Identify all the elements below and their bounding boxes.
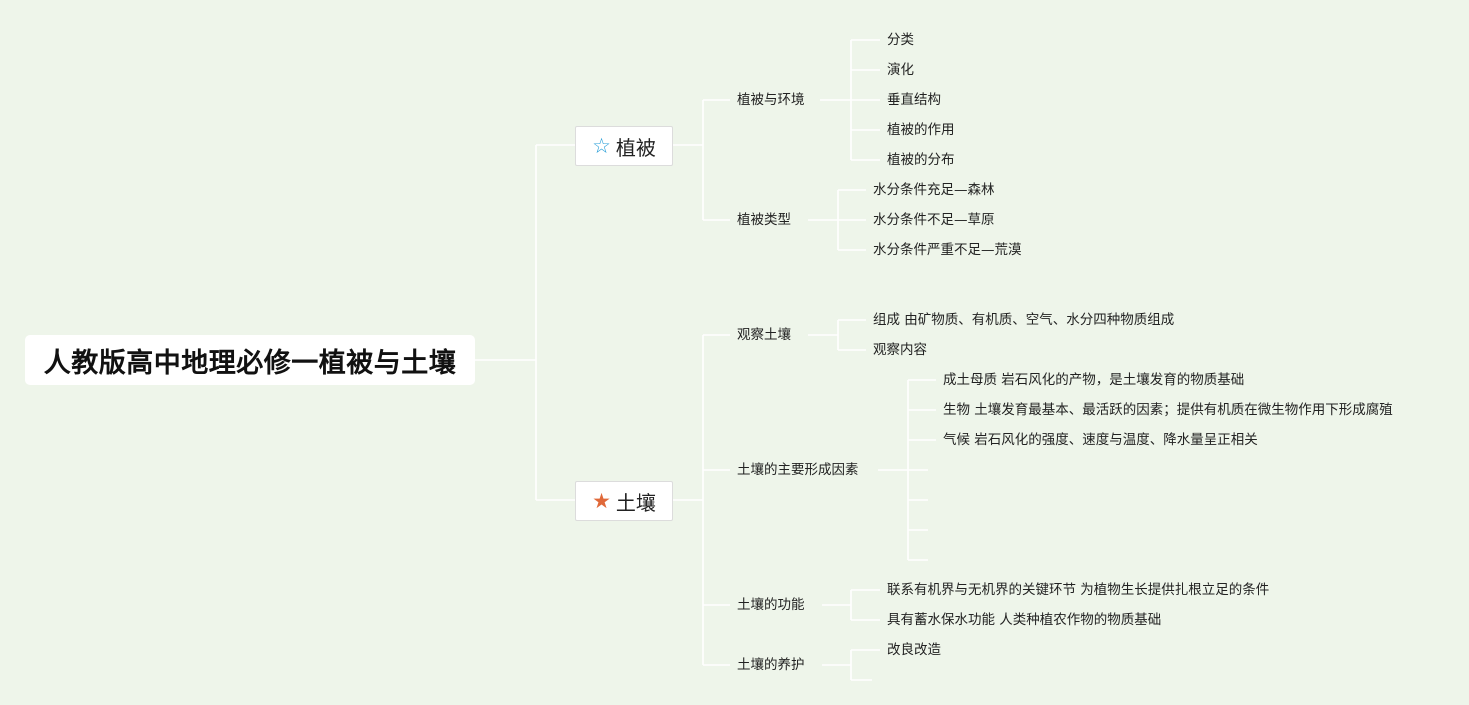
leaf-node[interactable]: 水分条件充足—森林 xyxy=(873,182,995,198)
leaf-node[interactable]: 生物 土壤发育最基本、最活跃的因素；提供有机质在微生物作用下形成腐殖 xyxy=(943,402,1393,418)
subtopic-soil-functions[interactable]: 土壤的功能 xyxy=(737,597,805,613)
star-filled-icon: ★ xyxy=(592,488,611,513)
subtopic-soil-factors[interactable]: 土壤的主要形成因素 xyxy=(737,462,859,478)
leaf-node[interactable]: 观察内容 xyxy=(873,342,927,358)
leaf-node[interactable]: 联系有机界与无机界的关键环节 为植物生长提供扎根立足的条件 xyxy=(887,582,1270,598)
topic-vegetation[interactable]: ☆ 植被 xyxy=(575,126,673,166)
leaf-node[interactable]: 成土母质 岩石风化的产物，是土壤发育的物质基础 xyxy=(943,372,1245,388)
leaf-node[interactable]: 分类 xyxy=(887,32,914,48)
leaf-node[interactable]: 水分条件严重不足—荒漠 xyxy=(873,242,1022,258)
subtopic-vegetation-types[interactable]: 植被类型 xyxy=(737,212,791,228)
root-title: 人教版高中地理必修一植被与土壤 xyxy=(43,347,457,379)
leaf-node[interactable]: 具有蓄水保水功能 人类种植农作物的物质基础 xyxy=(887,612,1162,628)
leaf-node[interactable]: 演化 xyxy=(887,62,914,78)
leaf-node[interactable]: 植被的作用 xyxy=(887,122,955,138)
topic-soil[interactable]: ★ 土壤 xyxy=(575,481,673,521)
leaf-node[interactable]: 水分条件不足—草原 xyxy=(873,212,995,228)
subtopic-vegetation-environment[interactable]: 植被与环境 xyxy=(737,92,805,108)
subtopic-soil-care[interactable]: 土壤的养护 xyxy=(737,657,805,673)
topic-label: 植被 xyxy=(615,135,656,160)
leaf-node[interactable]: 植被的分布 xyxy=(887,152,955,168)
topic-label: 土壤 xyxy=(615,490,656,515)
root-node[interactable]: 人教版高中地理必修一植被与土壤 xyxy=(25,335,475,385)
leaf-node[interactable]: 气候 岩石风化的强度、速度与温度、降水量呈正相关 xyxy=(943,432,1258,448)
leaf-node[interactable]: 改良改造 xyxy=(887,642,941,658)
leaf-node[interactable]: 垂直结构 xyxy=(887,92,941,108)
subtopic-soil-observe[interactable]: 观察土壤 xyxy=(737,327,791,343)
leaf-node[interactable]: 组成 由矿物质、有机质、空气、水分四种物质组成 xyxy=(873,312,1175,328)
star-outline-icon: ☆ xyxy=(592,133,611,158)
